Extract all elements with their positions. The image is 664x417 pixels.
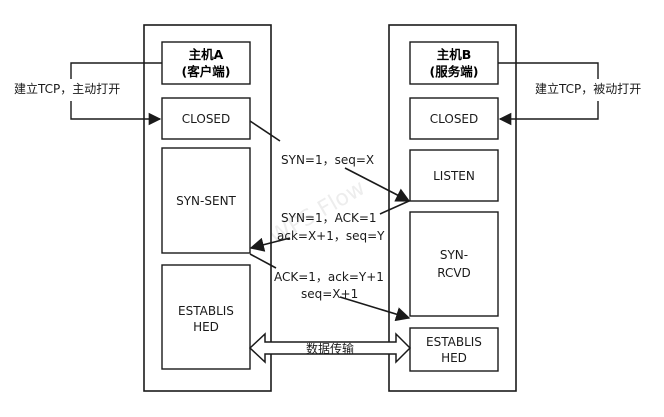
host-b-closed-label: CLOSED — [430, 112, 479, 126]
host-a-state-established — [161, 264, 251, 370]
host-b-bracket-top — [498, 62, 599, 79]
host-b-subtitle: (服务端) — [430, 64, 479, 79]
synack-message-line1: SYN=1，ACK=1 — [281, 211, 377, 225]
ack-arrow-start — [249, 253, 277, 269]
host-b-side-note: 建立TCP，被动打开 — [535, 81, 641, 96]
ack-message-line1: ACK=1，ack=Y+1 — [274, 270, 384, 284]
synack-message-line2: ack=X+1，seq=Y — [277, 229, 385, 243]
ack-message-line2: seq=X+1 — [301, 287, 358, 301]
host-a-bracket-top — [70, 62, 162, 79]
host-b-syn-rcvd-line2: RCVD — [437, 266, 471, 280]
host-b-bracket-arrow — [498, 101, 599, 126]
syn-message-label: SYN=1，seq=X — [281, 153, 374, 167]
host-b-state-closed — [409, 97, 499, 140]
data-transfer-label: 数据传输 — [306, 341, 354, 356]
host-b-state-syn-rcvd — [409, 211, 499, 317]
host-a-bracket-arrow — [70, 101, 162, 126]
host-b-state-listen — [409, 149, 499, 202]
syn-arrow-start — [249, 120, 281, 142]
data-transfer-arrow — [248, 332, 412, 364]
ack-arrow — [339, 296, 411, 322]
host-b-syn-rcvd-line1: SYN- — [440, 248, 468, 262]
host-b-listen-label: LISTEN — [433, 169, 475, 183]
host-b-state-established — [409, 327, 499, 372]
host-a-title: 主机A — [189, 47, 224, 62]
host-a-state-syn-sent — [161, 147, 251, 254]
host-b-header — [409, 41, 499, 85]
host-a-header — [161, 41, 251, 85]
synack-arrow — [249, 237, 291, 252]
syn-arrow — [344, 167, 411, 202]
host-a-subtitle: (客户端) — [182, 64, 231, 79]
host-a-closed-label: CLOSED — [182, 112, 231, 126]
host-a-state-closed — [161, 97, 251, 140]
synack-arrow-start — [379, 200, 410, 215]
host-a-established-line2: HED — [193, 320, 219, 334]
host-a-established-line1: ESTABLIS — [178, 304, 234, 318]
host-a-syn-sent-label: SYN-SENT — [176, 194, 236, 208]
host-a-side-note: 建立TCP，主动打开 — [14, 81, 120, 96]
host-b-established-line1: ESTABLIS — [426, 335, 482, 349]
host-b-title: 主机B — [437, 47, 472, 62]
host-b-established-line2: HED — [441, 351, 467, 365]
